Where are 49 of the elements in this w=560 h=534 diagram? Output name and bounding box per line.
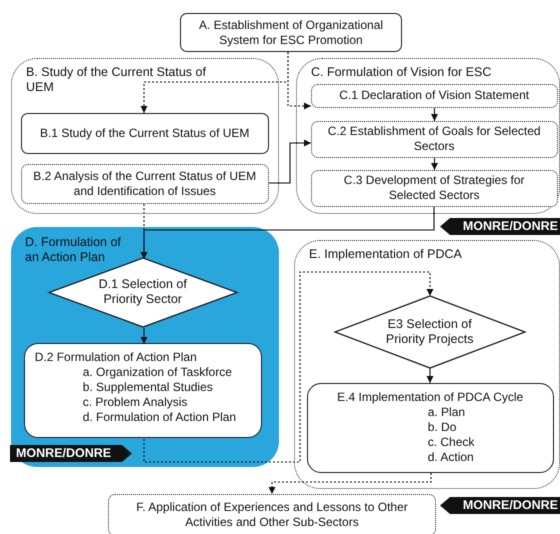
list-item: b. Do bbox=[428, 420, 456, 434]
organization-tag: MONRE/DONRE bbox=[10, 445, 132, 462]
process-box bbox=[180, 13, 402, 52]
group-heading: C. Formulation of Vision for ESC bbox=[311, 65, 492, 79]
box-label: A. Establishment of Organizational System for ESC Promotion bbox=[198, 18, 384, 46]
process-box bbox=[108, 494, 436, 534]
box-heading: E.4 Implementation of PDCA Cycle bbox=[337, 390, 524, 404]
connector-arrow bbox=[140, 328, 148, 344]
list-item: a. Organization of Taskforce bbox=[82, 364, 232, 379]
diamond-label: E3 Selection of Priority Projects bbox=[386, 316, 474, 346]
process-box bbox=[20, 112, 269, 154]
phase-group bbox=[11, 58, 279, 214]
phase-group bbox=[296, 58, 560, 214]
process-box bbox=[306, 382, 554, 473]
organization-tag: MONRE/DONRE bbox=[440, 497, 560, 514]
organization-tag: MONRE/DONRE bbox=[440, 218, 560, 235]
connector-arrow bbox=[287, 52, 311, 110]
group-heading: B. Study of the Current Status of UEM bbox=[26, 65, 206, 94]
group-heading: D. Formulation of an Action Plan bbox=[25, 235, 121, 264]
group-heading: E. Implementation of PDCA bbox=[309, 247, 462, 261]
connector-arrow bbox=[426, 368, 434, 383]
box-heading: D.2 Formulation of Action Plan bbox=[34, 350, 197, 364]
list-item: d. Formulation of Action Plan bbox=[82, 410, 236, 424]
process-box bbox=[310, 84, 558, 108]
decision-diamond bbox=[334, 296, 525, 368]
process-box bbox=[20, 164, 269, 204]
process-box bbox=[310, 120, 558, 158]
box-label: B.1 Study of the Current Status of UEM bbox=[40, 126, 250, 140]
connector-arrow bbox=[268, 473, 432, 494]
process-box bbox=[24, 342, 262, 438]
process-box bbox=[310, 170, 558, 207]
box-label: F. Application of Experiences and Lessons to Other Activities and Other Sub-Sectors bbox=[136, 500, 408, 529]
connector-arrow bbox=[431, 158, 438, 170]
list-item: a. Plan bbox=[428, 404, 466, 419]
phase-group bbox=[294, 240, 560, 489]
box-label: C.1 Declaration of Vision Statement bbox=[339, 88, 530, 102]
box-label: C.3 Development of Strategies for Selected Sectors bbox=[344, 173, 525, 202]
list-item: d. Action bbox=[428, 450, 474, 464]
connector-arrow bbox=[269, 140, 311, 184]
list-item: b. Supplemental Studies bbox=[82, 380, 213, 394]
phase-panel bbox=[11, 227, 279, 467]
diamond-label: D.1 Selection of Priority Sector bbox=[98, 277, 187, 306]
connector-arrow bbox=[140, 207, 435, 259]
connector-arrow bbox=[143, 271, 434, 463]
box-label: B.2 Analysis of the Current Status of UEM and Identification of Issues bbox=[33, 168, 256, 198]
list-item: c. Check bbox=[428, 434, 474, 449]
connector-arrow bbox=[431, 108, 438, 121]
list-item: c. Problem Analysis bbox=[82, 394, 188, 409]
box-label: C.2 Establishment of Goals for Selected Sectors bbox=[328, 124, 541, 154]
